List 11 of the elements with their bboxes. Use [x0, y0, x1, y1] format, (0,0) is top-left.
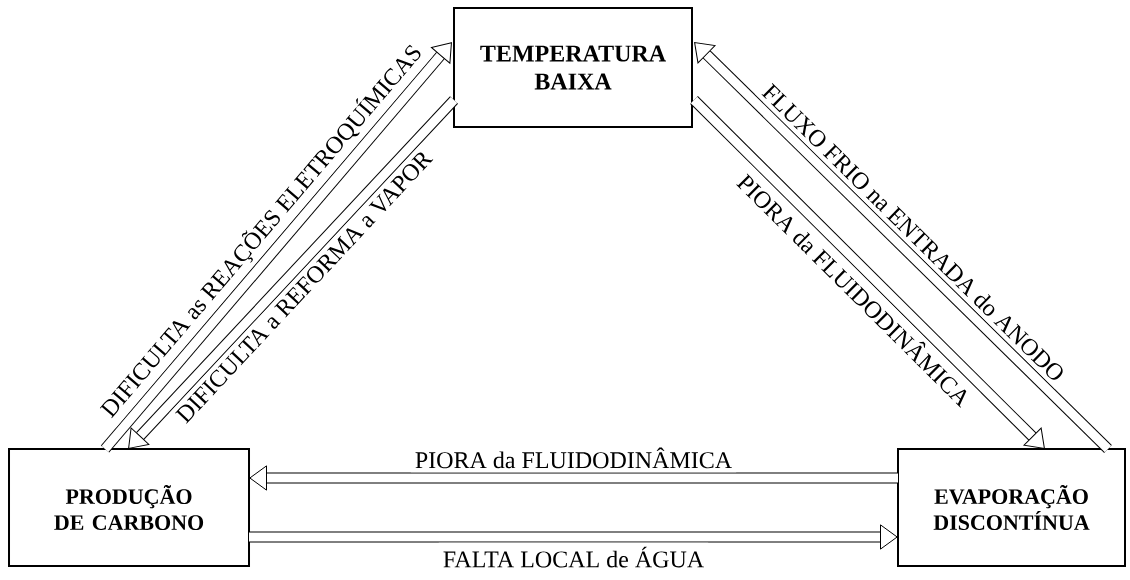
- hollow-arrow: [249, 524, 898, 550]
- box: EVAPORAÇÃO DISCONTÍNUA: [897, 448, 1126, 567]
- hollow-arrow: [128, 96, 459, 449]
- hollow-arrow: [690, 96, 1045, 449]
- hollow-arrow: [249, 465, 898, 491]
- box: PRODUÇÃO DE CARBONO: [8, 448, 250, 567]
- box: TEMPERATURA BAIXA: [453, 7, 693, 128]
- edge-label: FALTA LOCAL de ÁGUA: [438, 542, 709, 572]
- edge-label: PIORA da FLUIDODINÂMICA: [410, 443, 737, 473]
- hollow-arrow: [100, 42, 452, 453]
- hollow-arrow: [694, 42, 1112, 453]
